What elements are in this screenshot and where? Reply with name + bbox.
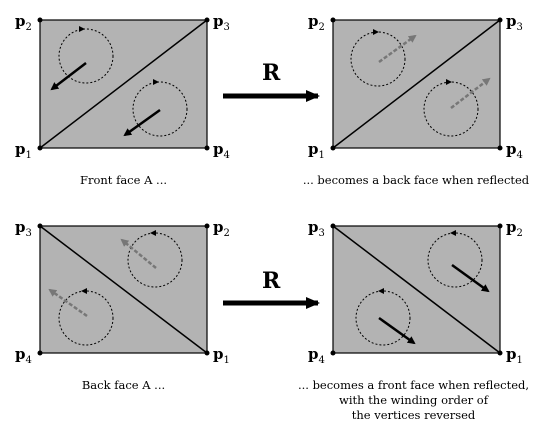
- caption-line: ... becomes a front face when reflected,: [297, 378, 530, 392]
- vertex-label: p2: [308, 12, 325, 33]
- vertex-dot: [497, 223, 503, 229]
- vertex-label: p4: [15, 345, 32, 366]
- winding-circle: [355, 290, 411, 346]
- vertex-label: p4: [213, 140, 230, 161]
- caption-back-face: Back face A ...: [40, 378, 207, 393]
- caption-line: ... becomes a back face when reflected: [302, 173, 530, 187]
- vertex-dot: [497, 17, 503, 23]
- caption-line: the vertices reversed: [351, 408, 476, 422]
- vertex-label: p1: [308, 140, 325, 161]
- diagonal-edge: [39, 19, 208, 149]
- vertex-dot: [497, 350, 503, 356]
- reflected-normal-arrow: [378, 316, 416, 345]
- caption-line: with the winding order of: [338, 393, 488, 407]
- vertex-label: p1: [213, 345, 230, 366]
- vertex-dot: [204, 17, 210, 23]
- reflected-normal-arrow: [451, 263, 490, 293]
- normal-arrow: [48, 288, 88, 318]
- vertex-dot: [37, 350, 43, 356]
- winding-circle: [350, 31, 406, 87]
- caption-line: Front face A ...: [79, 173, 168, 187]
- caption-front-face: Front face A ...: [40, 173, 207, 188]
- normal-arrow: [123, 108, 161, 137]
- vertex-dot: [330, 223, 336, 229]
- caption-front-face-reflected: ... becomes a back face when reflected: [296, 173, 536, 188]
- vertex-label: p2: [506, 218, 523, 239]
- winding-circle: [58, 290, 114, 346]
- panel-front-face-reflected: p2 p3 p1 p4: [308, 12, 523, 161]
- panel-back-face: p3 p2 p4 p1: [15, 218, 230, 366]
- vertex-dot: [497, 145, 503, 151]
- winding-circle: [427, 232, 483, 288]
- diagonal-edge: [332, 19, 501, 149]
- winding-circle: [58, 28, 114, 84]
- vertex-label: p3: [506, 12, 523, 33]
- vertex-dot: [37, 17, 43, 23]
- vertex-dot: [37, 223, 43, 229]
- vertex-label: p3: [308, 218, 325, 239]
- reflected-normal-arrow: [450, 77, 491, 109]
- vertex-dot: [204, 145, 210, 151]
- vertex-dot: [330, 350, 336, 356]
- reflection-arrow-bottom: R: [223, 268, 320, 309]
- vertex-label: p3: [213, 12, 230, 33]
- vertex-label: p1: [15, 140, 32, 161]
- vertex-dot: [37, 145, 43, 151]
- panel-back-face-reflected: p3 p2 p4 p1: [308, 218, 523, 366]
- diagonal-edge: [332, 225, 501, 354]
- vertex-label: p2: [15, 12, 32, 33]
- vertex-label: p1: [506, 345, 523, 366]
- normal-arrow: [120, 238, 157, 269]
- vertex-label: p3: [15, 218, 32, 239]
- diagonal-edge: [39, 225, 208, 354]
- vertex-label: p2: [213, 218, 230, 239]
- caption-line: Back face A ...: [81, 378, 166, 392]
- vertex-label: p4: [308, 345, 325, 366]
- reflection-label: R: [262, 268, 281, 294]
- reflected-normal-arrow: [378, 34, 417, 64]
- panel-front-face: p2 p3 p1 p4: [15, 12, 230, 161]
- reflection-arrow-top: R: [223, 60, 320, 102]
- vertex-dot: [204, 223, 210, 229]
- winding-circle: [127, 232, 183, 288]
- normal-arrow: [50, 62, 87, 91]
- winding-circle: [423, 81, 479, 137]
- caption-back-face-reflected: ... becomes a front face when reflected,…: [291, 378, 536, 423]
- vertex-dot: [330, 145, 336, 151]
- winding-circle: [132, 81, 188, 137]
- reflection-label: R: [262, 60, 281, 86]
- vertex-dot: [330, 17, 336, 23]
- vertex-dot: [204, 350, 210, 356]
- vertex-label: p4: [506, 140, 523, 161]
